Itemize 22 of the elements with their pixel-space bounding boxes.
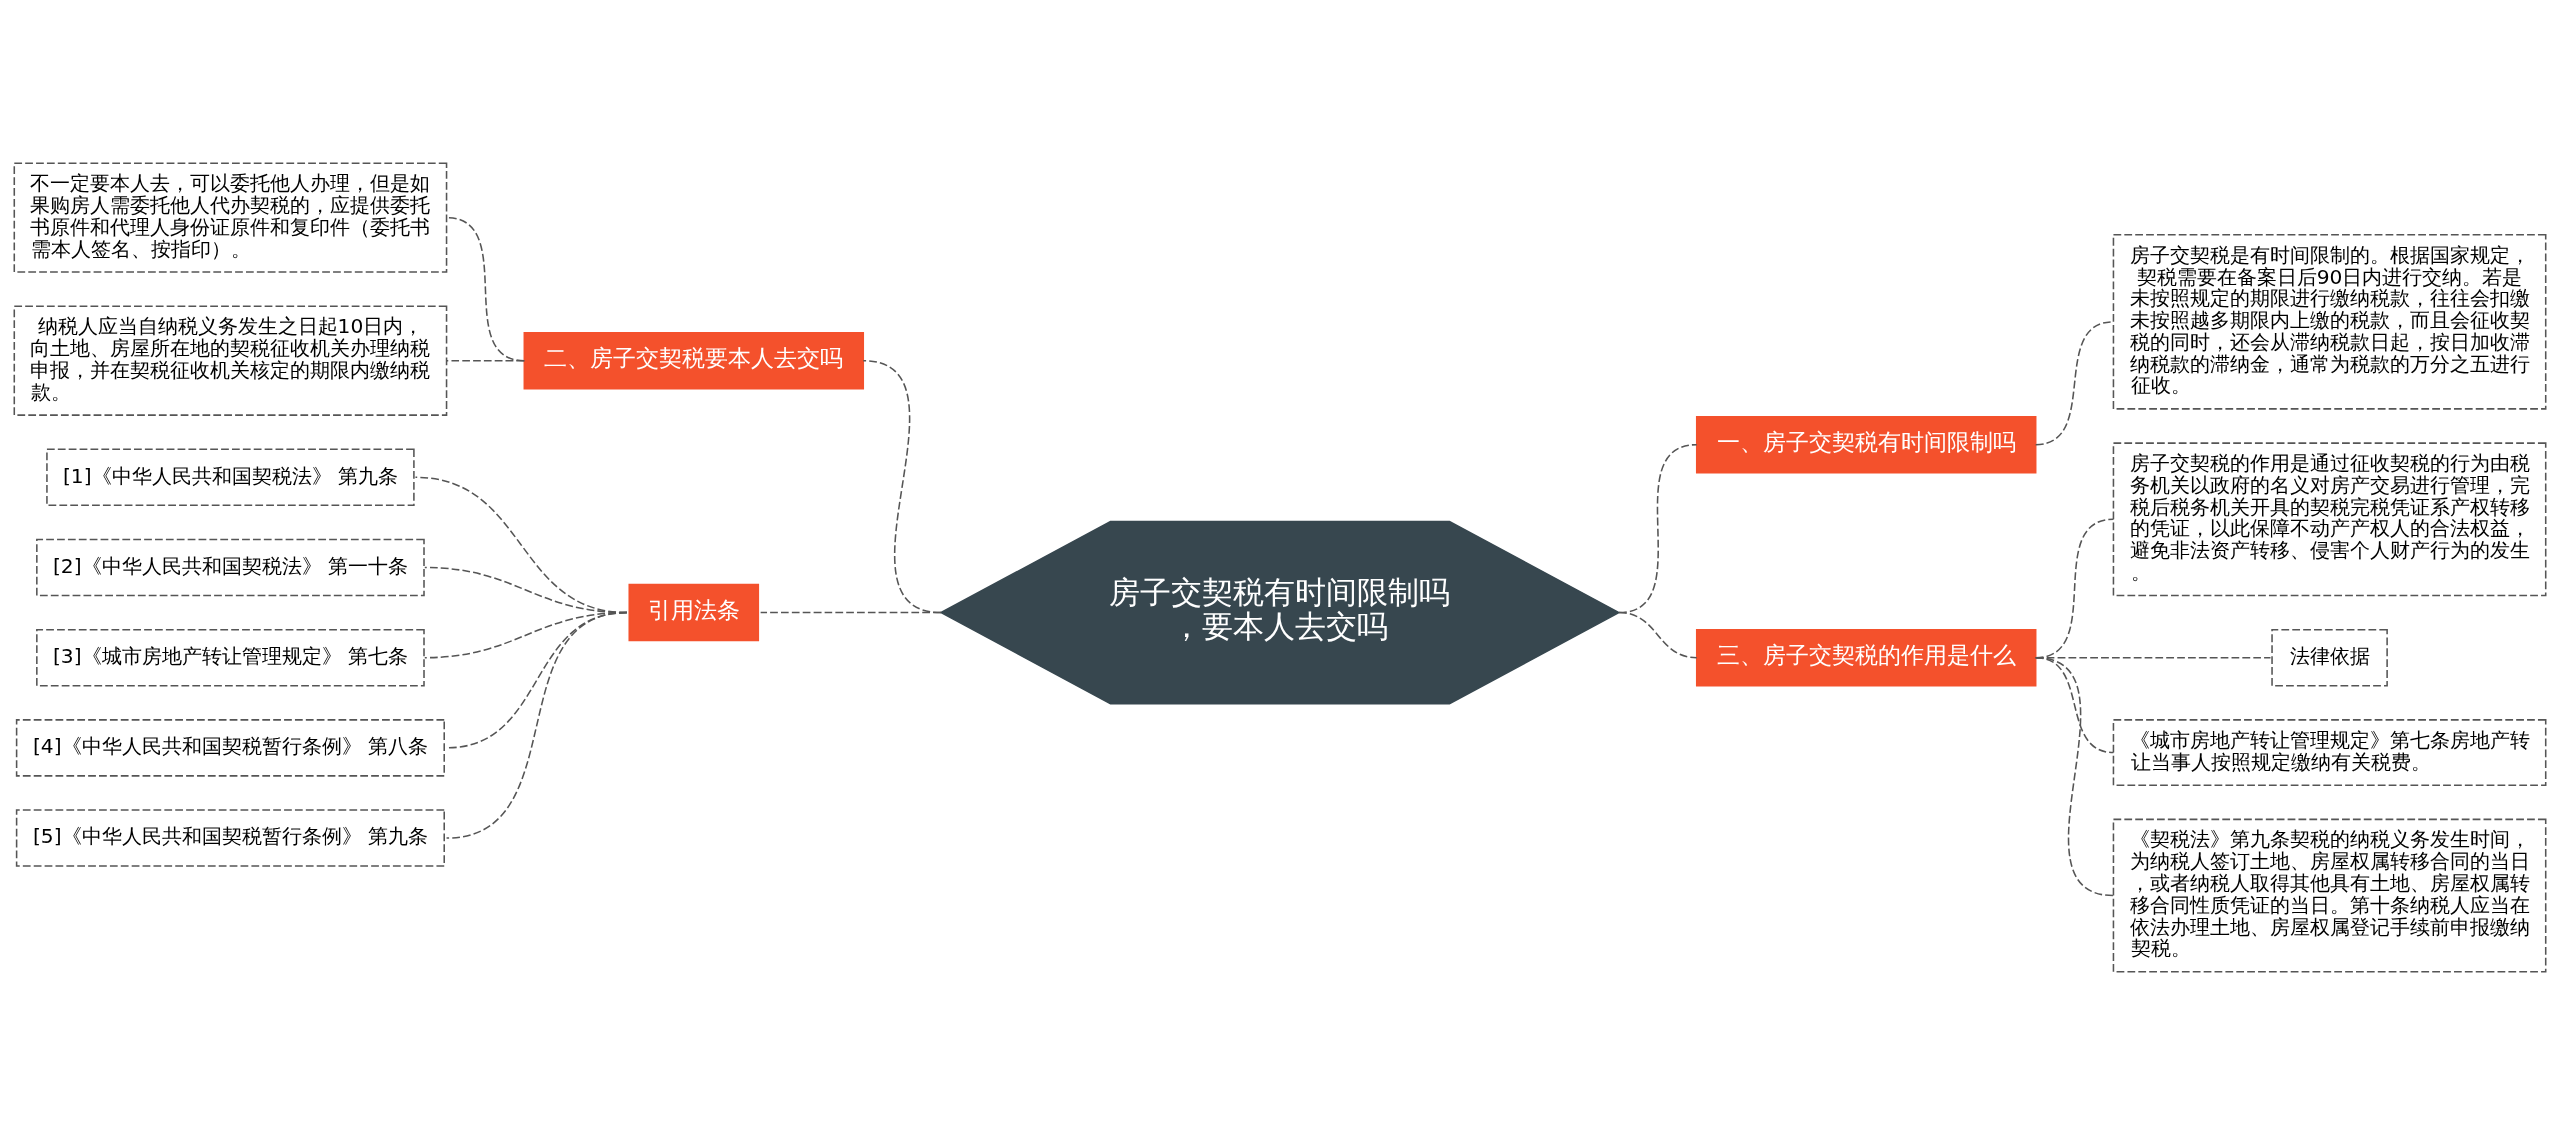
node-box: 不一定要本人去，可以委托他人办理，但是如果购房人需委托他人代办契税的，应提供委托书原件和代理人身份证原件和复印件（委托书需本人签名、按指印）。	[13, 162, 448, 273]
connector	[1618, 611, 1698, 659]
node-box: 《契税法》第九条契税的纳税义务发生时间，为纳税人签订土地、房屋权属转移合同的当日，或者纳税人取得其他具有土地、房屋权属转移合同性质凭证的当日。第十条纳税人应当在依法办理土地、房屋权属登记手续前申报缴纳契税。	[2112, 818, 2547, 973]
node-box: 房子交契税的作用是通过征收契税的行为由税务机关以政府的名义对房产交易进行管理，完税后税务机关开具的契税完税凭证系产权转移的凭证，以此保障不动产产权人的合法权益，避免非法资产转移、侵害个人财产行为的发生。	[2112, 442, 2547, 597]
connector	[759, 611, 942, 614]
node-box: 一、房子交契税有时间限制吗	[1695, 415, 2037, 474]
connector	[445, 611, 628, 839]
node-box: 二、房子交契税要本人去交吗	[523, 331, 865, 390]
connector	[2034, 656, 2115, 897]
node-box: 三、房子交契税的作用是什么	[1695, 628, 2037, 687]
node-box: [3]《城市房地产转让管理规定》 第七条	[36, 628, 425, 687]
node-box: 法律依据	[2271, 628, 2388, 687]
node-box: 纳税人应当自纳税义务发生之日起10日内，向土地、房屋所在地的契税征收机关办理纳税申报，并在契税征收机关核定的期限内缴纳税款。	[13, 305, 448, 416]
connector	[445, 216, 526, 362]
node-box: [4]《中华人民共和国契税暂行条例》 第八条	[15, 719, 445, 777]
node-box: 《城市房地产转让管理规定》第七条房地产转让当事人按照规定缴纳有关税费。	[2112, 719, 2547, 786]
node-box: [2]《中华人民共和国契税法》 第一十条	[36, 538, 425, 597]
node-box: 房子交契税是有时间限制的。根据国家规定，契税需要在备案日后90日内进行交纳。若是未按照规定的期限进行缴纳税款，往往会扣缴未按照越多期限内上缴的税款，而且会征收契税的同时，还会从滞纳税款日起，按日加收滞纳税款的滞纳金，通常为税款的万分之五进行征收。	[2112, 233, 2547, 410]
node-box: 引用法条	[628, 583, 760, 642]
connector	[445, 359, 526, 362]
node-box: [5]《中华人民共和国契税暂行条例》 第九条	[15, 809, 445, 867]
node-box: [1]《中华人民共和国契税法》 第九条	[46, 448, 415, 507]
